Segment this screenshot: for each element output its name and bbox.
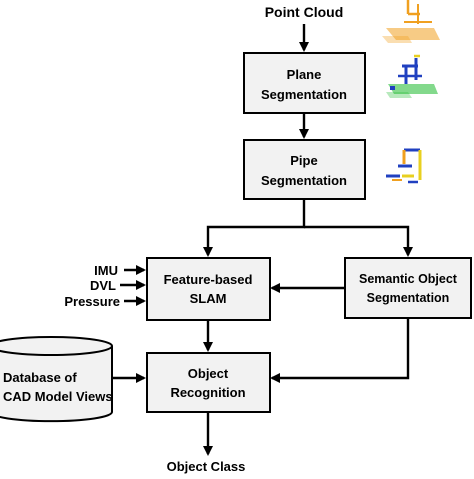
arrow-pipe-to-slam <box>203 199 306 257</box>
pipe-segmentation-box: Pipe Segmentation <box>243 139 366 200</box>
plane-segmentation-box: Plane Segmentation <box>243 52 366 114</box>
pipe-box-line2: Segmentation <box>261 173 347 188</box>
sensor-inputs: IMU DVL Pressure <box>64 263 120 309</box>
plane-box-line2: Segmentation <box>261 87 347 102</box>
database-cylinder: Database of CAD Model Views <box>0 336 113 423</box>
input-label: Point Cloud <box>265 4 344 20</box>
point-cloud-thumbnail <box>382 0 440 43</box>
pipe-segmentation-thumbnail <box>386 148 422 184</box>
arrow-semantic-to-recognition <box>270 318 410 383</box>
arrow-pipe-to-semantic <box>304 225 413 257</box>
recognition-box-line1: Object <box>188 366 229 381</box>
semantic-box-line1: Semantic Object <box>359 272 458 286</box>
semantic-box-line2: Segmentation <box>367 291 450 305</box>
slam-box-line2: SLAM <box>190 291 227 306</box>
object-recognition-box: Object Recognition <box>146 352 271 413</box>
pipe-box-line1: Pipe <box>290 153 317 168</box>
output-label: Object Class <box>167 459 246 474</box>
recognition-box-line2: Recognition <box>170 385 245 400</box>
plane-segmentation-thumbnail <box>386 54 438 98</box>
database-line1: Database of <box>3 370 77 385</box>
sensor-pressure-label: Pressure <box>64 294 120 309</box>
database-line2: CAD Model Views <box>3 389 113 404</box>
plane-box-line1: Plane <box>287 67 322 82</box>
sensor-imu-label: IMU <box>94 263 118 278</box>
sensor-dvl-label: DVL <box>90 278 116 293</box>
flow-connectors <box>112 24 413 456</box>
slam-box-line1: Feature-based <box>164 272 253 287</box>
semantic-segmentation-box: Semantic Object Segmentation <box>344 257 472 319</box>
feature-slam-box: Feature-based SLAM <box>146 257 271 321</box>
